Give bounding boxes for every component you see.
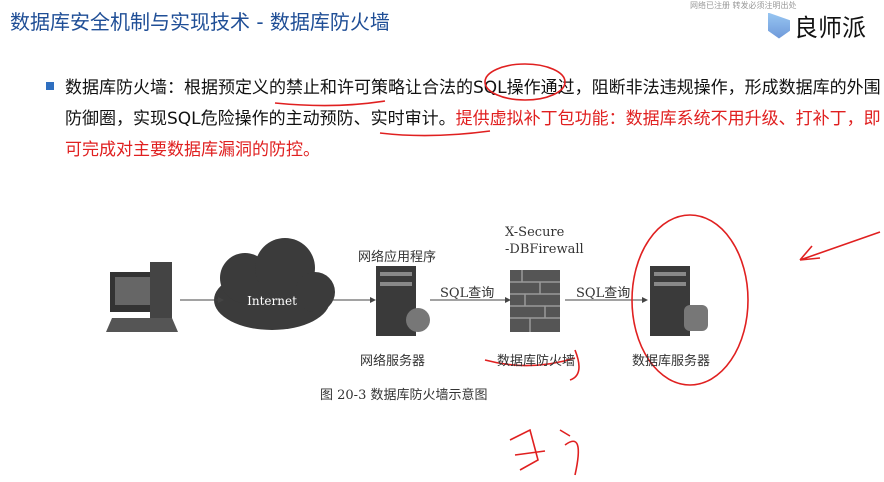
logo-text: 良师派 [794,14,866,42]
bullet-text-red: 提供虚拟补丁包功能：数据库系统不用升级、打补丁，即可完成对主要数据库漏洞的防控。 [65,109,881,160]
db-server-icon [650,266,708,336]
firewall-icon [510,270,560,332]
slide-title: 数据库安全机制与实现技术 - 数据库防火墙 [10,10,390,34]
web-server-label: 网络服务器 [360,354,426,369]
firewall-product-label: X-Secure -DBFirewall [505,225,584,257]
bullet-icon [46,82,54,90]
computer-icon [106,262,178,332]
bullet-text-black: 数据库防火墙：根据预定义的禁止和许可策略让合法的SQL操作通过，阻断非法违规操作… [65,78,881,129]
logo-icon [768,12,790,39]
db-server-label: 数据库服务器 [632,354,711,369]
logo: 良师派 [768,8,866,43]
internet-label: Internet [247,294,297,308]
handwritten-annotations [274,63,881,476]
figure-caption: 图 20-3 数据库防火墙示意图 [320,388,488,403]
app-label: 网络应用程序 [358,250,437,265]
firewall-label: 数据库防火墙 [497,354,576,369]
sql-query-label-2: SQL查询 [576,286,631,301]
sql-query-label-1: SQL查询 [440,286,495,301]
bullet-text: 数据库防火墙：根据预定义的禁止和许可策略让合法的SQL操作通过，阻断非法违规操作… [65,73,884,166]
internet-cloud-icon [214,238,335,330]
web-server-icon [376,266,430,336]
watermark: 网络已注册 转发必须注明出处 [690,1,797,10]
